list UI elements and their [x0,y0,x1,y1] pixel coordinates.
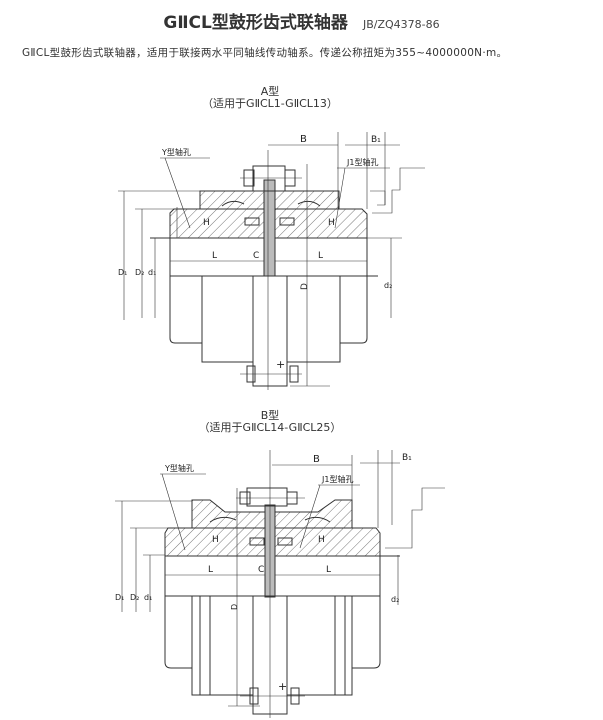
title-text: GⅡCL型鼓形齿式联轴器 [163,13,348,33]
dim-L-right: L [326,565,331,575]
figure-a-caption: A型 （适用于GⅡCL1-GⅡCL13） [0,86,540,110]
y-bore-label: Y型轴孔 [164,463,194,473]
drawing-type-a: + D D₁ D₂ d₁ d₂ B B₁ H H L L C Y型轴孔 J1型轴… [118,132,425,390]
description: GⅡCL型鼓形齿式联轴器，适用于联接两水平同轴线传动轴系。传递公称扭矩为355~… [22,47,508,59]
figure-a-range: （适用于GⅡCL1-GⅡCL13） [202,97,338,110]
dim-D: D [300,283,310,290]
dim-L-left: L [208,565,213,575]
figure-b-caption: B型 （适用于GⅡCL14-GⅡCL25） [0,410,540,434]
dim-D: D [230,604,239,610]
dim-D1: D₁ [118,268,127,277]
dim-B1: B₁ [371,135,381,145]
dim-D2: D₂ [130,593,139,602]
figure-a-type: A型 [260,85,280,98]
j1-bore-label: J1型轴孔 [346,157,378,167]
dim-H-right: H [318,535,325,545]
dim-B1: B₁ [402,453,412,463]
dim-d2: d₂ [384,281,392,290]
dim-H-left: H [212,535,219,545]
figure-b-range: （适用于GⅡCL14-GⅡCL25） [198,421,342,434]
dim-C: C [253,251,259,261]
standard-number: JB/ZQ4378-86 [362,18,440,31]
center-mark: + [278,680,287,693]
dim-D1: D₁ [115,593,124,602]
dim-d2: d₂ [391,595,399,604]
dim-D2: D₂ [135,268,144,277]
drawing-type-b: + D D₁ D₂ d₁ d₂ B B₁ H H L L C Y型轴孔 J1型轴… [115,450,445,718]
dim-H-right: H [328,218,335,228]
dim-d1: d₁ [144,593,152,602]
dim-B: B [313,454,320,465]
dim-C: C [258,565,264,575]
j1-bore-label: J1型轴孔 [321,474,353,484]
y-bore-label: Y型轴孔 [161,147,191,157]
dim-d1: d₁ [148,268,156,277]
dim-H-left: H [203,218,210,228]
dim-B: B [300,134,307,145]
center-mark: + [276,358,285,371]
page-title: GⅡCL型鼓形齿式联轴器 JB/ZQ4378-86 [0,8,603,33]
dim-L-left: L [212,251,217,261]
dim-L-right: L [318,251,323,261]
figure-b-type: B型 [260,409,280,422]
